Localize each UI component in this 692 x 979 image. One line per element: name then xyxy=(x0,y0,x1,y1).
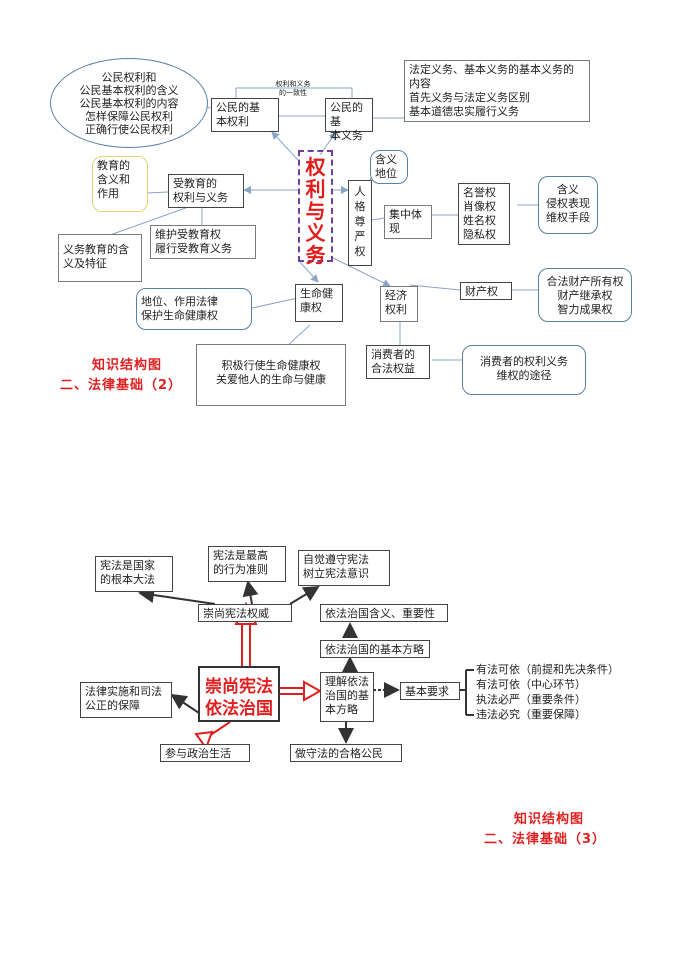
supreme-law-box: 宪法是国家 的根本大法 xyxy=(95,556,173,592)
consumer-items-box: 消费者的权利义务 维权的途径 xyxy=(462,345,586,395)
economic-rights-box: 经济 权利 xyxy=(380,286,418,322)
title-3-line2: 二、法律基础（3） xyxy=(484,832,607,847)
education-meaning-box: 教育的 含义和 作用 xyxy=(92,156,148,212)
consistency-label: 权利和义务 的一致性 xyxy=(275,80,311,97)
dignity-meaning-box: 含义 地位 xyxy=(370,150,408,184)
dignity-right-box: 人 格 尊 严 权 xyxy=(348,180,372,266)
rights-topics-ellipse: 公民权利和 公民基本权利的含义 公民基本权利的内容 怎样保障公民权利 正确行使公… xyxy=(50,58,208,148)
citizen-box: 做守法的合格公民 xyxy=(290,744,402,762)
participate-box: 参与政治生活 xyxy=(160,744,250,762)
rule-meaning-box: 依法治国含义、重要性 xyxy=(320,604,448,622)
revere-constitution-box: 崇尚宪法权威 xyxy=(198,604,292,622)
life-position-box: 地位、作用法律 保护生命健康权 xyxy=(136,288,252,330)
compulsory-education-box: 义务教育的含 义及特征 xyxy=(58,234,142,282)
requirements-box: 基本要求 xyxy=(400,682,460,700)
property-items-box: 合法财产所有权 财产继承权 智力成果权 xyxy=(538,268,632,322)
title-2-line2: 二、法律基础（2） xyxy=(60,378,183,393)
basic-rights-box: 公民的基 本权利 xyxy=(211,98,279,132)
understand-strategy-box: 理解依法 治国的基 本方略 xyxy=(320,672,374,722)
constitution-rule-center: 崇尚宪法 依法治国 xyxy=(198,666,280,722)
concentrated-box: 集中体 现 xyxy=(384,205,432,239)
education-rights-box: 受教育的 权利与义务 xyxy=(168,174,244,208)
education-protect-box: 维护受教育权 履行受教育义务 xyxy=(150,225,256,259)
title-2-line1: 知识结构图 xyxy=(92,358,163,373)
duties-topics-box: 法定义务、基本义务的基本义务的 内容 首先义务与法定义务区别 基本道德忠实履行义… xyxy=(404,60,590,122)
personality-rights-box: 名誉权 肖像权 姓名权 隐私权 xyxy=(458,183,510,245)
consumer-rights-box: 消费者的 合法权益 xyxy=(366,345,430,379)
basic-duties-box: 公民的基 本义务 xyxy=(325,98,373,142)
guarantee-box: 法律实施和司法 公正的保障 xyxy=(80,682,172,718)
strategy-box: 依法治国的基本方略 xyxy=(320,640,430,658)
title-3-line1: 知识结构图 xyxy=(514,812,585,827)
life-health-box: 生命健 康权 xyxy=(295,284,343,322)
property-right-box: 财产权 xyxy=(460,282,512,300)
highest-norm-box: 宪法是最高 的行为准则 xyxy=(208,546,286,582)
conscious-box: 自觉遵守宪法 树立宪法意识 xyxy=(298,550,390,586)
infringement-box: 含义 侵权表现 维权手段 xyxy=(538,176,598,234)
life-active-box: 积极行使生命健康权 关爱他人的生命与健康 xyxy=(196,344,346,406)
requirements-list: 有法可依（前提和先决条件） 有法可依（中心环节） 执法必严（重要条件） 违法必究… xyxy=(476,663,619,721)
rights-and-duties-center: 权 利 与 义 务 xyxy=(298,150,333,266)
